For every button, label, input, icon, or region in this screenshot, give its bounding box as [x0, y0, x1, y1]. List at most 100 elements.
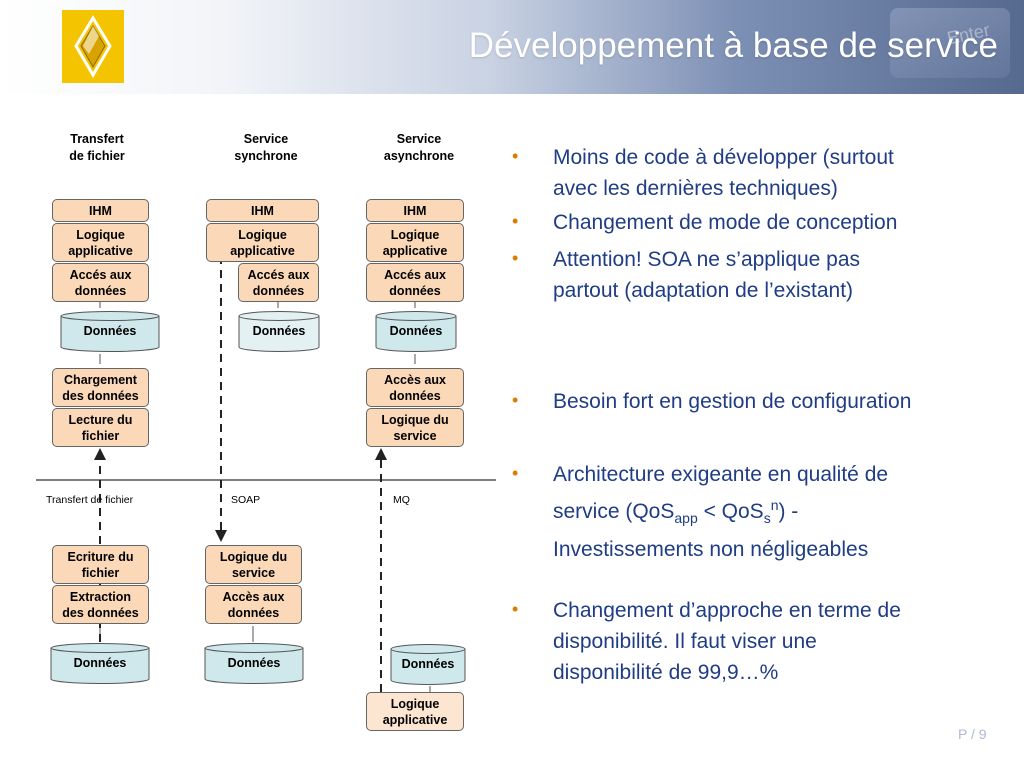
ihm-box: IHM — [366, 199, 464, 222]
heading-line: synchrone — [234, 149, 298, 163]
subscript: app — [674, 510, 698, 527]
bullet-marker: • — [512, 211, 519, 231]
protocol-label-file-transfer: Transfert de fichier — [46, 494, 134, 506]
box-line: des données — [62, 605, 139, 620]
box-line: Logique — [76, 227, 125, 242]
box-line: fichier — [81, 428, 120, 443]
bullet-line: Architecture exigeante en qualité de — [553, 463, 889, 486]
box-line: Logique — [238, 227, 287, 242]
bullet-text: Attention! SOA ne s’applique pas partout… — [553, 244, 1003, 306]
heading-line: Transfert — [70, 132, 124, 146]
heading-line: Service — [396, 132, 442, 146]
text-fragment: ) - — [778, 500, 799, 523]
bullet-line: Moins de code à développer (surtout — [553, 146, 894, 169]
logic-app-box: Logique applicative — [52, 223, 149, 262]
box-line: fichier — [81, 565, 120, 580]
bullet-text: Architecture exigeante en qualité de ser… — [553, 459, 1003, 565]
text-fragment: service (QoS — [553, 500, 675, 523]
box-line: Logique du — [219, 549, 288, 564]
box-line: des données — [62, 388, 139, 403]
box-line: applicative — [382, 712, 448, 727]
box-line: service — [231, 565, 276, 580]
box-line: applicative — [68, 243, 133, 258]
page-number: P / 9 — [958, 726, 987, 742]
box-line: Accès aux — [384, 372, 446, 387]
database-label: Données — [389, 324, 443, 338]
data-access-box: Accés aux données — [52, 263, 149, 302]
heading-line: Service — [243, 132, 289, 146]
bullet-text: Changement de mode de conception — [553, 207, 1003, 238]
bullet-line: Changement de mode de conception — [553, 211, 898, 234]
box-line: Accés aux — [384, 267, 446, 282]
logic-app-box: Logique applicative — [206, 223, 319, 262]
data-access-box: Accés aux données — [366, 263, 464, 302]
database-label: Données — [252, 324, 306, 338]
column-heading-async-service: Service asynchrone — [349, 131, 489, 165]
bullet-line: disponibilité. Il faut viser une — [553, 630, 817, 653]
bullet-line: Attention! SOA ne s’applique pas — [553, 248, 861, 271]
protocol-label-soap: SOAP — [231, 494, 261, 506]
box-line: données — [389, 283, 441, 298]
box-line: Accés aux — [69, 267, 132, 282]
service-logic-box: Logique du service — [366, 408, 464, 447]
box-line: Ecriture du — [67, 549, 134, 564]
box-line: Accès aux — [222, 589, 285, 604]
logic-app-box: Logique applicative — [366, 223, 464, 262]
box-line: applicative — [382, 243, 448, 258]
bullet-line: Changement d’approche en terme de — [553, 599, 901, 622]
bullet-text: Besoin fort en gestion de configuration — [553, 386, 1003, 417]
bullet-text: Changement d’approche en terme de dispon… — [553, 595, 1003, 688]
data-loading-box: Chargement des données — [52, 368, 149, 407]
box-line: Lecture du — [68, 412, 133, 427]
heading-line: asynchrone — [383, 149, 455, 163]
box-line: données — [74, 283, 127, 298]
database-cylinder: Données — [375, 310, 475, 352]
ihm-box: IHM — [52, 199, 149, 222]
data-access-box: Accès aux données — [205, 585, 302, 624]
box-line: applicative — [230, 243, 295, 258]
keyboard-key-image: Enter — [890, 8, 1010, 78]
bullet-marker: • — [512, 599, 519, 619]
data-extraction-box: Extraction des données — [52, 585, 149, 624]
text-fragment: < QoS — [697, 500, 764, 523]
database-label: Données — [83, 324, 137, 338]
bullet-line: disponibilité de 99,9…% — [553, 661, 779, 684]
bullet-marker: • — [512, 463, 519, 483]
bullet-line: Investissements non négligeables — [553, 538, 869, 562]
box-line: données — [252, 283, 305, 298]
bullet-line: partout (adaptation de l’existant) — [553, 279, 854, 302]
data-access-box: Accés aux données — [238, 263, 319, 302]
bullet-marker: • — [512, 146, 519, 166]
page-title: Développement à base de service — [468, 26, 998, 65]
column-heading-file-transfer: Transfert de fichier — [27, 131, 167, 165]
column-heading-sync-service: Service synchrone — [196, 131, 336, 165]
bullet-line: avec les dernières techniques) — [553, 177, 838, 200]
database-cylinder: Données — [50, 642, 150, 684]
file-writing-box: Ecriture du fichier — [52, 545, 149, 584]
box-line: Accés aux — [247, 267, 310, 282]
database-label: Données — [401, 657, 455, 671]
header-banner: Enter Développement à base de service — [0, 0, 1024, 94]
database-label: Données — [227, 656, 281, 670]
file-reading-box: Lecture du fichier — [52, 408, 149, 447]
bullet-line: Besoin fort en gestion de configuration — [553, 390, 912, 413]
box-line: Logique — [390, 227, 440, 242]
bullet-marker: • — [512, 248, 519, 268]
database-cylinder: Données — [60, 310, 160, 352]
box-line: service — [393, 428, 437, 443]
superscript: n — [770, 497, 779, 513]
protocol-label-mq: MQ — [393, 494, 410, 506]
subscript: s — [763, 510, 771, 527]
renault-logo — [62, 10, 124, 83]
box-line: Logique du — [381, 412, 449, 427]
bullet-marker: • — [512, 390, 519, 410]
box-line: Logique — [390, 696, 440, 711]
database-cylinder: Données — [390, 643, 490, 685]
box-line: Extraction — [69, 589, 132, 604]
box-line: données — [227, 605, 280, 620]
database-cylinder: Données — [204, 642, 304, 684]
bullet-line: service (QoSapp < QoSsn) - — [553, 490, 1003, 534]
box-line: données — [389, 388, 441, 403]
service-logic-box: Logique du service — [205, 545, 302, 584]
ihm-box: IHM — [206, 199, 319, 222]
